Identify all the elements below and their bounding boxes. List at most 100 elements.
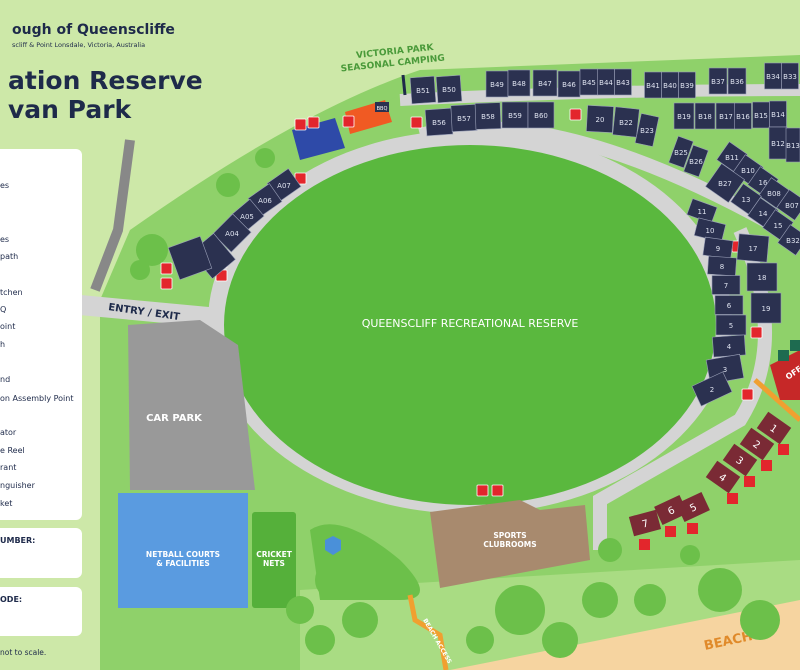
cabin-3[interactable]: 3 xyxy=(722,443,758,477)
site-plot xyxy=(705,163,745,203)
site-number: B40 xyxy=(663,82,677,90)
cricket-nets[interactable] xyxy=(252,512,296,608)
site-number: B18 xyxy=(698,113,712,121)
cabin-2[interactable]: 2 xyxy=(739,427,775,461)
site-b37[interactable]: B37 xyxy=(708,67,728,95)
site-4[interactable]: 4 xyxy=(712,334,746,358)
site-b33[interactable]: B33 xyxy=(781,62,799,90)
cabin-roof xyxy=(739,427,775,461)
site-unnumbered[interactable] xyxy=(167,235,213,281)
site-2[interactable]: 2 xyxy=(691,371,733,407)
site-number: 19 xyxy=(762,305,771,313)
site-number: B44 xyxy=(599,79,613,87)
site-number: B58 xyxy=(481,113,495,121)
site-b59[interactable]: B59 xyxy=(501,101,529,129)
car-park[interactable] xyxy=(128,320,255,490)
site-7[interactable]: 7 xyxy=(711,275,741,295)
tree xyxy=(466,626,494,654)
site-number: B33 xyxy=(783,73,797,81)
sports-clubrooms[interactable] xyxy=(430,500,590,588)
bbq-facility-icon xyxy=(639,539,650,550)
beach-access-path[interactable] xyxy=(407,594,449,670)
gate xyxy=(401,74,407,96)
site-b60[interactable]: B60 xyxy=(527,101,555,129)
site-b19[interactable]: B19 xyxy=(673,102,695,130)
site-b18[interactable]: B18 xyxy=(694,102,716,130)
site-b51[interactable]: B51 xyxy=(409,75,437,105)
tree xyxy=(495,585,545,635)
office-building[interactable] xyxy=(770,350,800,400)
netball-courts[interactable] xyxy=(118,493,248,608)
site-b41[interactable]: B41 xyxy=(644,71,662,99)
site-a04[interactable]: A04 xyxy=(212,213,252,253)
site-6[interactable]: 6 xyxy=(714,295,744,315)
legend-item: nd xyxy=(0,375,11,384)
cabin-4[interactable]: 4 xyxy=(705,460,741,494)
site-9[interactable]: 9 xyxy=(702,236,734,260)
site-b36[interactable]: B36 xyxy=(727,67,747,95)
cabin-roof xyxy=(654,495,688,525)
site-plot xyxy=(727,67,747,95)
site-number: B60 xyxy=(534,112,548,120)
site-b48[interactable]: B48 xyxy=(507,69,531,97)
site-11[interactable]: 11 xyxy=(686,198,718,224)
cabin-6[interactable]: 6 xyxy=(654,495,688,525)
site-b13[interactable]: B13 xyxy=(785,127,800,163)
site-b57[interactable]: B57 xyxy=(450,104,478,132)
site-b39[interactable]: B39 xyxy=(678,71,696,99)
cabin-7[interactable]: 7 xyxy=(628,509,662,537)
site-b47[interactable]: B47 xyxy=(532,69,558,97)
site-plot xyxy=(212,213,252,253)
legend-item: Q xyxy=(0,305,7,314)
site-b26[interactable]: B26 xyxy=(683,144,709,178)
site-b14[interactable]: B14 xyxy=(769,100,787,128)
site-20[interactable]: 20 xyxy=(586,105,614,133)
oval-field xyxy=(224,145,716,505)
site-b12[interactable]: B12 xyxy=(768,126,788,160)
toilet-icon xyxy=(342,115,355,128)
site-b49[interactable]: B49 xyxy=(485,70,509,98)
site-b25[interactable]: B25 xyxy=(668,135,694,169)
site-b22[interactable]: B22 xyxy=(612,106,640,138)
site-number: B08 xyxy=(767,190,781,198)
site-plot xyxy=(708,67,728,95)
site-b32[interactable]: B32 xyxy=(777,224,800,256)
site-number: B49 xyxy=(490,81,504,89)
site-19[interactable]: 19 xyxy=(750,292,782,324)
site-b27[interactable]: B27 xyxy=(705,163,745,203)
site-b34[interactable]: B34 xyxy=(764,62,782,90)
site-8[interactable]: 8 xyxy=(707,255,737,277)
bbq-label: BBQ xyxy=(377,106,388,112)
site-b16[interactable]: B16 xyxy=(734,102,752,130)
site-17[interactable]: 17 xyxy=(736,233,770,263)
site-b56[interactable]: B56 xyxy=(424,107,454,137)
site-b23[interactable]: B23 xyxy=(634,113,660,147)
site-number: 7 xyxy=(724,282,728,290)
site-b46[interactable]: B46 xyxy=(557,70,581,98)
cabin-1[interactable]: 1 xyxy=(756,411,792,445)
bbq-facility-icon xyxy=(727,493,738,504)
site-b45[interactable]: B45 xyxy=(579,68,599,96)
site-plot xyxy=(678,71,696,99)
site-b40[interactable]: B40 xyxy=(661,71,679,99)
site-b58[interactable]: B58 xyxy=(474,102,502,130)
tree xyxy=(216,173,240,197)
site-18[interactable]: 18 xyxy=(746,262,778,292)
code-label: ODE: xyxy=(0,595,23,604)
legend-item: on Assembly Point xyxy=(0,394,74,403)
site-b17[interactable]: B17 xyxy=(715,102,737,130)
site-b44[interactable]: B44 xyxy=(597,68,615,96)
bbq-facility-icon xyxy=(665,526,676,537)
site-number: B41 xyxy=(646,82,660,90)
cricket-label-2: NETS xyxy=(263,559,285,568)
site-plot xyxy=(474,102,502,130)
site-b50[interactable]: B50 xyxy=(435,74,463,104)
bbq-icon xyxy=(375,102,389,112)
site-5[interactable]: 5 xyxy=(715,314,747,336)
site-b15[interactable]: B15 xyxy=(752,101,770,129)
site-b43[interactable]: B43 xyxy=(614,68,632,96)
first-aid-icon xyxy=(778,350,789,361)
